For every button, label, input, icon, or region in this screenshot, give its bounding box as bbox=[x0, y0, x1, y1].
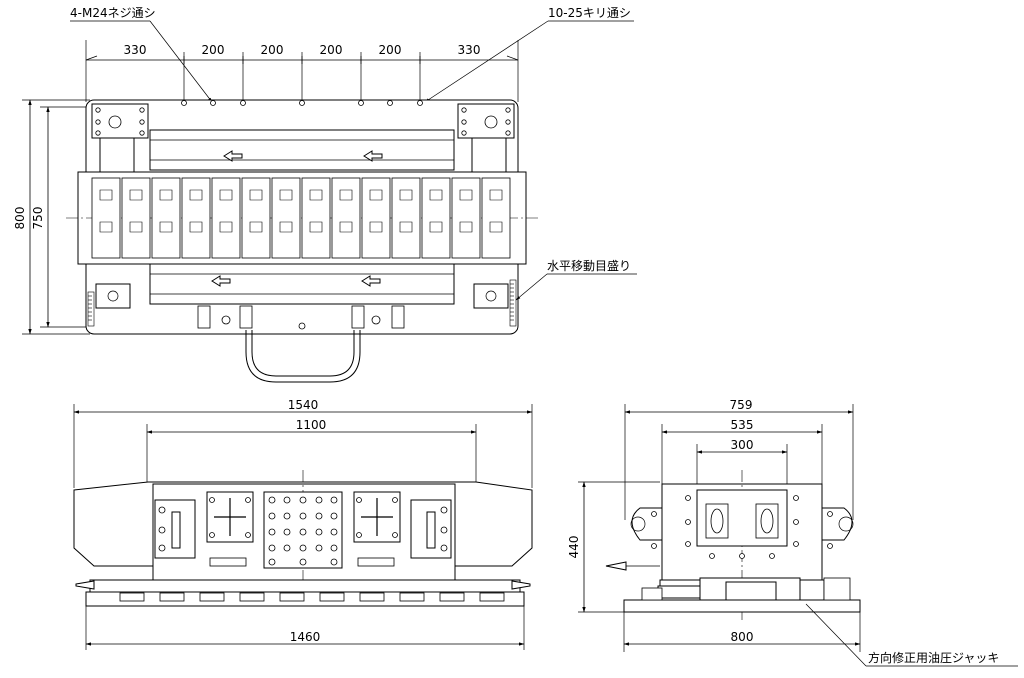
dim-200-c: 200 bbox=[320, 43, 343, 57]
plan-direction-arrow-1 bbox=[223, 150, 243, 162]
plan-top-hole-row bbox=[181, 100, 423, 106]
plan-extension-lines bbox=[85, 40, 519, 102]
dim-800-text: 800 bbox=[13, 207, 27, 230]
dim-300-text: 300 bbox=[731, 438, 754, 452]
side-lug-right bbox=[821, 507, 853, 541]
callout-horizontal-scale: 水平移動目盛り bbox=[547, 258, 631, 273]
side-lug-left bbox=[631, 507, 663, 541]
dim-200-b: 200 bbox=[261, 43, 284, 57]
dim-1100-text: 1100 bbox=[296, 418, 327, 432]
plan-rail-rollers bbox=[91, 177, 511, 259]
front-cross-symbols bbox=[214, 498, 393, 536]
plan-top-dimension-ticks bbox=[85, 55, 519, 64]
front-view: 1540 1100 bbox=[73, 398, 533, 650]
front-side-nozzle-right bbox=[511, 580, 531, 590]
plan-upper-frame bbox=[149, 129, 455, 171]
side-base-blocks bbox=[641, 577, 851, 601]
dim-200-a: 200 bbox=[202, 43, 225, 57]
front-bolt-grid bbox=[158, 496, 448, 566]
plan-hydraulic-fittings bbox=[197, 305, 405, 330]
plan-roller-details bbox=[99, 189, 503, 233]
dim-440-text: 440 bbox=[567, 536, 581, 559]
plan-left-jack-column bbox=[99, 137, 135, 175]
dim-800-base-text: 800 bbox=[731, 630, 754, 644]
side-jack-end-right bbox=[799, 579, 825, 603]
dim-1460-text: 1460 bbox=[290, 630, 321, 644]
dim-330-right: 330 bbox=[458, 43, 481, 57]
plan-right-jack-column bbox=[471, 137, 507, 175]
plan-corner-bolts bbox=[95, 107, 511, 136]
callout-jack-leader bbox=[805, 603, 867, 667]
side-base-plate bbox=[623, 599, 861, 613]
dim-1540-text: 1540 bbox=[288, 398, 319, 412]
front-base-feet bbox=[119, 592, 505, 602]
plan-direction-arrow-4 bbox=[361, 275, 381, 287]
side-bolts bbox=[651, 495, 833, 559]
side-nozzle bbox=[605, 561, 627, 571]
callout-jack: 方向修正用油圧ジャッキ bbox=[868, 650, 999, 665]
plan-direction-arrow-3 bbox=[211, 275, 231, 287]
dim-750-text: 750 bbox=[31, 207, 45, 230]
dim-759-text: 759 bbox=[730, 398, 753, 412]
side-jack-end-left bbox=[657, 585, 701, 599]
callout-drill-holes: 10-25キリ通シ bbox=[548, 6, 631, 20]
plan-horizontal-scale bbox=[87, 279, 517, 327]
side-roller-discs bbox=[705, 503, 779, 539]
front-fitting-row bbox=[209, 557, 395, 567]
front-side-nozzle-left bbox=[75, 580, 95, 590]
dim-535-text: 535 bbox=[731, 418, 754, 432]
plan-hydraulic-hose bbox=[245, 330, 361, 383]
front-base-plate bbox=[89, 579, 521, 593]
callout-tapped-holes: 4-M24ネジ通シ bbox=[70, 6, 156, 20]
dim-200-d: 200 bbox=[379, 43, 402, 57]
side-view: 759 535 300 440 bbox=[567, 398, 1018, 667]
plan-lower-frame bbox=[149, 263, 455, 305]
plan-corner-plate-bl bbox=[95, 283, 131, 309]
dim-330-left: 330 bbox=[124, 43, 147, 57]
plan-corner-plate-tr bbox=[457, 103, 515, 139]
plan-view: 330 200 200 200 200 330 4-M24ネジ通シ 10-25キ… bbox=[13, 6, 637, 383]
plan-corner-plate-br bbox=[473, 283, 509, 309]
plan-direction-arrow-2 bbox=[363, 150, 383, 162]
